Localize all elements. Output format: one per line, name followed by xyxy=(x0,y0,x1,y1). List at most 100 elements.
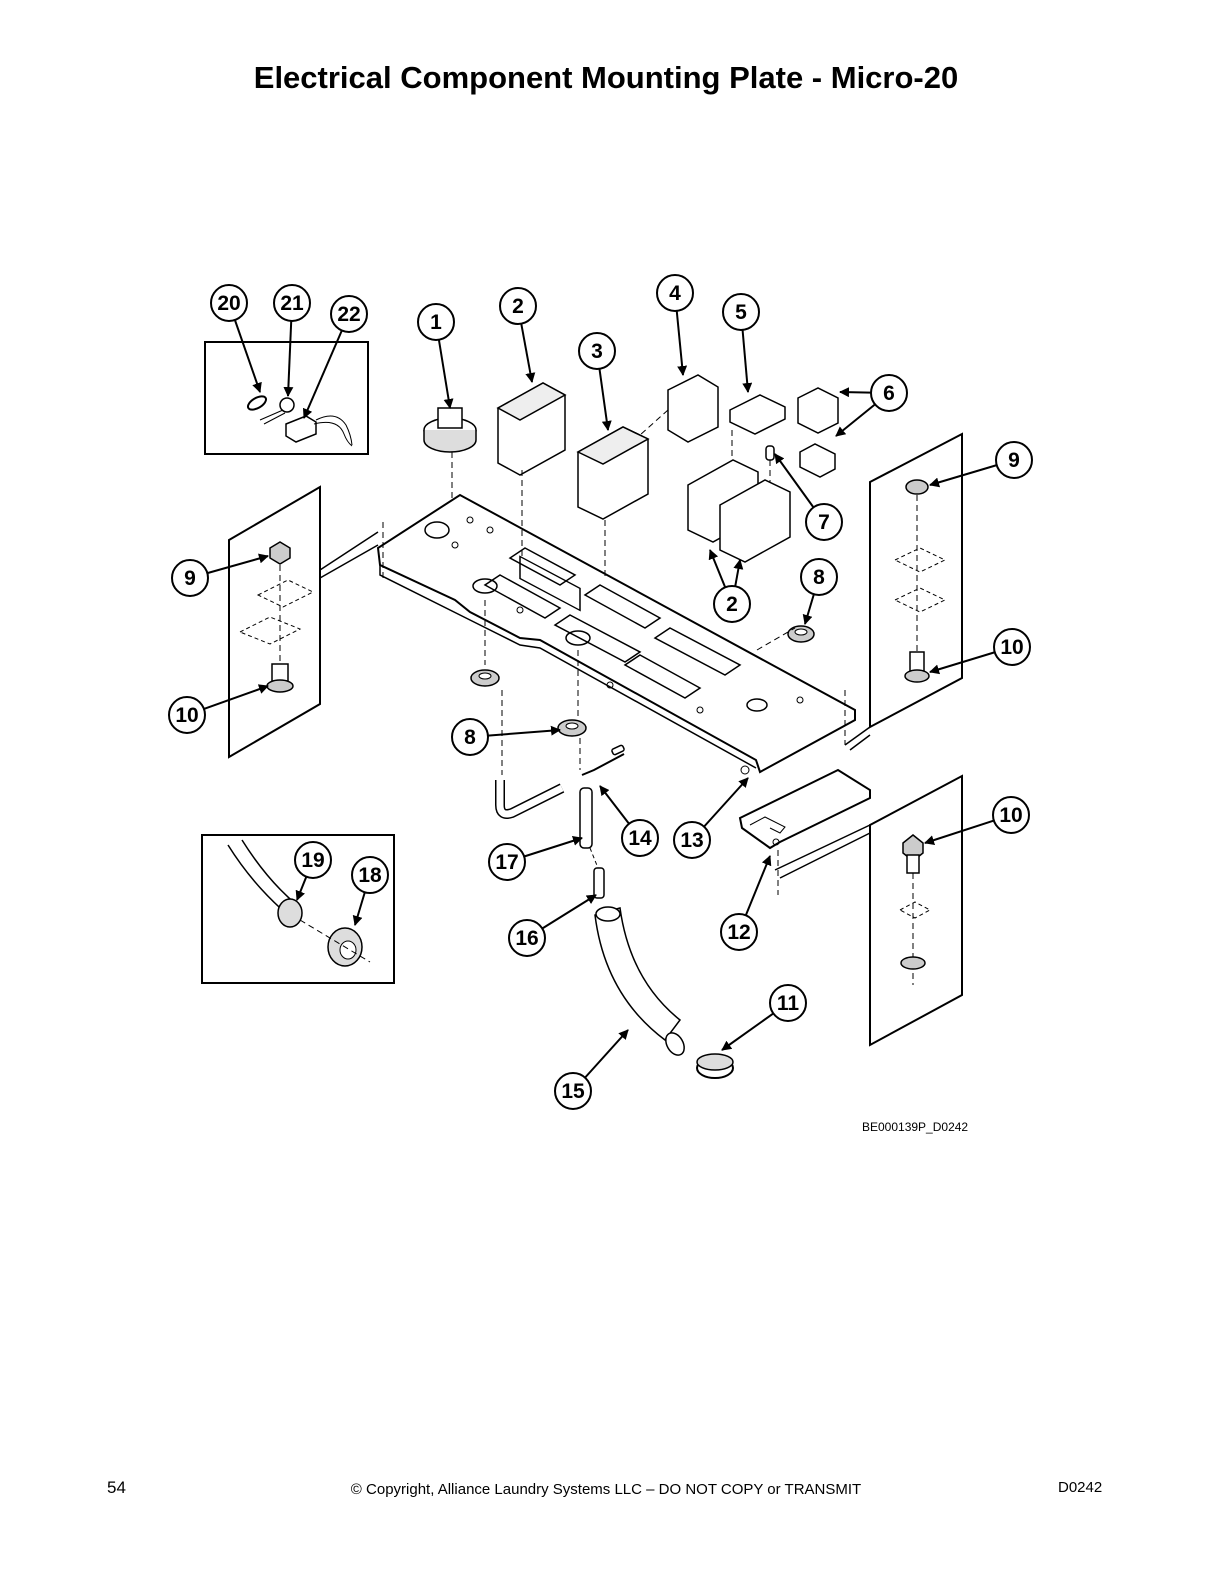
callout-circle xyxy=(499,287,537,325)
callout-circle xyxy=(993,628,1031,666)
callout-number: 5 xyxy=(735,301,747,324)
callout-c10b: 10 xyxy=(993,628,1031,666)
callout-circle xyxy=(488,843,526,881)
callout-circle xyxy=(351,856,389,894)
callout-c13: 13 xyxy=(673,821,711,859)
callout-c12: 12 xyxy=(720,913,758,951)
right-detail-panel-bottom xyxy=(774,774,963,1047)
page-number: 54 xyxy=(107,1478,126,1497)
callout-c20: 20 xyxy=(210,284,248,322)
callout-circle xyxy=(330,295,368,333)
callout-circle xyxy=(621,819,659,857)
leader-lines xyxy=(203,310,998,1079)
pressure-switch xyxy=(423,407,477,500)
callout-number: 9 xyxy=(184,567,196,590)
callout-number: 4 xyxy=(669,282,681,305)
leader-line xyxy=(584,1029,629,1079)
leader-line xyxy=(721,1012,774,1051)
callout-circle xyxy=(168,696,206,734)
contactor-pair xyxy=(687,459,791,563)
callout-number: 15 xyxy=(561,1080,585,1103)
relay-base xyxy=(729,394,786,465)
callout-circle xyxy=(870,374,908,412)
right-detail-panel-top xyxy=(844,432,963,751)
callout-c16: 16 xyxy=(508,919,546,957)
leader-line xyxy=(741,329,753,393)
leader-line xyxy=(703,777,749,828)
callout-c3: 3 xyxy=(578,332,616,370)
callout-number: 17 xyxy=(495,851,518,874)
leader-line xyxy=(352,891,366,926)
callout-circle xyxy=(273,284,311,322)
callout-c15: 15 xyxy=(554,1072,592,1110)
leader-line xyxy=(302,330,343,419)
left-detail-panel xyxy=(228,485,379,759)
callout-c17: 17 xyxy=(488,843,526,881)
callout-c9a: 9 xyxy=(171,559,209,597)
callout-circle xyxy=(673,821,711,859)
callout-circle xyxy=(417,303,455,341)
callout-c11: 11 xyxy=(769,984,807,1022)
callout-number: 7 xyxy=(818,511,830,534)
leader-line xyxy=(295,876,308,901)
callout-number: 10 xyxy=(999,804,1022,827)
callout-number: 14 xyxy=(628,827,652,850)
leader-line xyxy=(203,684,269,710)
figure-code: BE000139P_D0242 xyxy=(862,1120,969,1134)
callout-number: 8 xyxy=(813,566,825,589)
callout-circle xyxy=(769,984,807,1022)
callout-number: 6 xyxy=(883,382,895,405)
callout-c1: 1 xyxy=(417,303,455,341)
document-code: D0242 xyxy=(1058,1479,1103,1496)
callout-c2a: 2 xyxy=(499,287,537,325)
callout-number: 21 xyxy=(280,292,304,315)
callout-number: 19 xyxy=(301,849,324,872)
leader-line xyxy=(207,553,269,575)
terminal-block xyxy=(797,387,839,478)
callout-circle xyxy=(722,293,760,331)
callout-circle xyxy=(451,718,489,756)
callout-circle xyxy=(720,913,758,951)
hoses xyxy=(495,690,734,1079)
leader-line xyxy=(283,320,294,397)
callout-number: 1 xyxy=(430,311,442,334)
callout-number: 20 xyxy=(217,292,240,315)
callout-c10a: 10 xyxy=(168,696,206,734)
overload-relay xyxy=(639,374,719,443)
leader-line xyxy=(598,368,612,431)
callout-c22: 22 xyxy=(330,295,368,333)
callout-circle xyxy=(508,919,546,957)
callout-circle xyxy=(805,503,843,541)
callout-c8b: 8 xyxy=(451,718,489,756)
callout-number: 2 xyxy=(512,295,524,318)
leader-line xyxy=(733,559,744,587)
reference-lines xyxy=(382,522,846,895)
callout-c14: 14 xyxy=(621,819,659,857)
copyright-notice: © Copyright, Alliance Laundry Systems LL… xyxy=(350,1481,862,1498)
callout-circle xyxy=(800,558,838,596)
callout-number: 16 xyxy=(515,927,538,950)
contactor-middle xyxy=(576,426,650,580)
callout-circle xyxy=(578,332,616,370)
callout-circle xyxy=(554,1072,592,1110)
mounting-plate xyxy=(376,493,856,775)
page-title: Electrical Component Mounting Plate - Mi… xyxy=(253,60,959,95)
callout-number: 22 xyxy=(337,303,360,326)
callout-number: 2 xyxy=(726,593,738,616)
callout-circle xyxy=(992,796,1030,834)
callout-circle xyxy=(210,284,248,322)
leader-line xyxy=(929,651,996,675)
callout-c5: 5 xyxy=(722,293,760,331)
callout-number: 18 xyxy=(358,864,382,887)
callout-circle xyxy=(656,274,694,312)
leader-line xyxy=(599,785,630,825)
leader-line xyxy=(541,894,597,930)
leader-line xyxy=(437,339,454,409)
leader-line xyxy=(744,855,772,916)
callout-circle xyxy=(713,585,751,623)
callout-c8a: 8 xyxy=(800,558,838,596)
callout-circle xyxy=(171,559,209,597)
callout-c10c: 10 xyxy=(992,796,1030,834)
leader-line xyxy=(924,819,995,845)
